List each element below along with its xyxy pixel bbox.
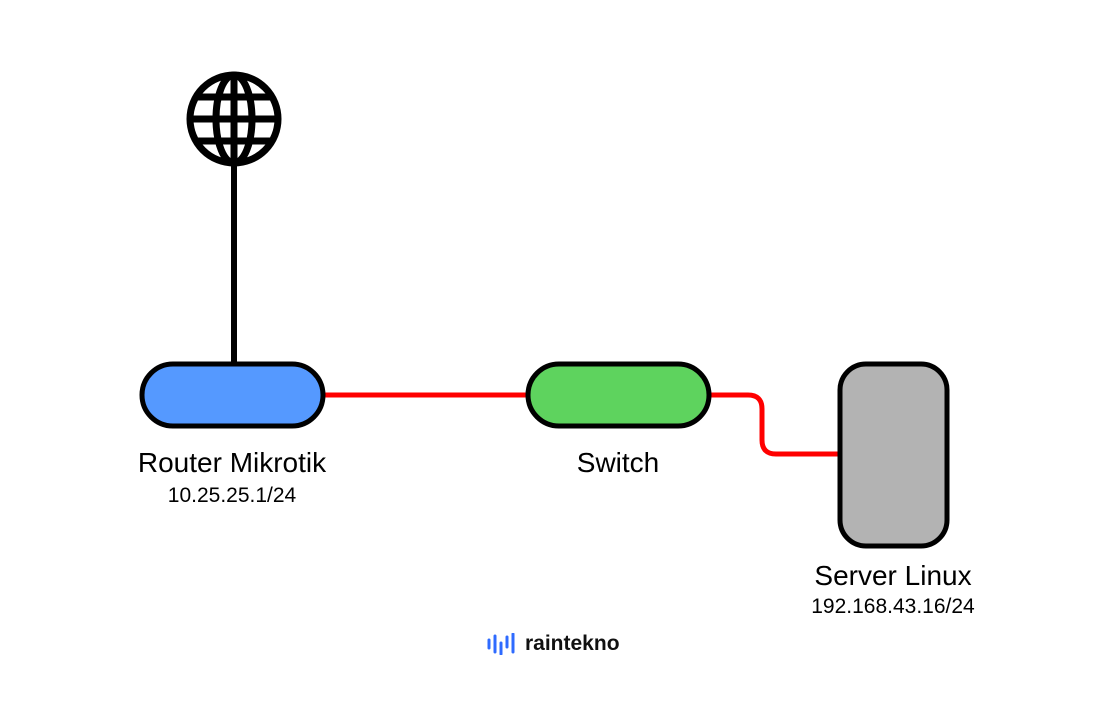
router-ip-label: 10.25.25.1/24 xyxy=(167,484,297,507)
server-ip-label: 192.168.43.16/24 xyxy=(811,595,975,618)
switch-node xyxy=(525,361,712,429)
globe-icon xyxy=(186,71,282,167)
server-node xyxy=(837,361,950,549)
router-name-label: Router Mikrotik xyxy=(137,447,327,478)
server-name-label: Server Linux xyxy=(814,560,972,591)
raintekno-logo-icon xyxy=(487,633,515,655)
brand-name: raintekno xyxy=(525,632,620,655)
router-node xyxy=(139,361,326,429)
switch-name-label: Switch xyxy=(576,447,660,478)
brand-logo: raintekno xyxy=(487,630,620,658)
switch-server-link xyxy=(709,392,840,457)
